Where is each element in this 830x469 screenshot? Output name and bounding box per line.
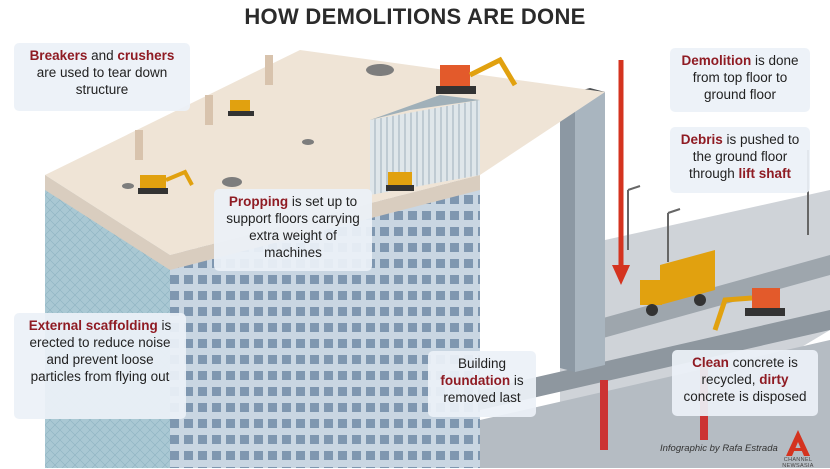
callout-text: and (87, 48, 118, 63)
callout-scaffolding: External scaffolding is erected to reduc… (14, 313, 186, 419)
callout-text: is erected to reduce noise and prevent l… (29, 318, 172, 384)
callout-text: concrete is disposed (683, 389, 807, 404)
callout-text: concrete is recycled, (701, 355, 798, 387)
channel-newsasia-logo: CHANNEL NEWSASIA (770, 428, 826, 469)
callout-breakers: Breakers and crushers are used to tear d… (14, 43, 190, 111)
callout-propping: Propping is set up to support floors car… (214, 189, 372, 271)
callout-debris: Debris is pushed to the ground floor thr… (670, 127, 810, 193)
callout-highlight: Demolition (681, 53, 752, 68)
callout-highlight: Propping (228, 194, 289, 209)
callout-demolition: Demolition is done from top floor to gro… (670, 48, 810, 112)
street-lamp (667, 208, 681, 262)
rubble (122, 183, 134, 189)
excavator-roof-1 (436, 56, 518, 94)
callout-text: are used to tear down structure (36, 65, 168, 97)
callout-text: Building (457, 356, 507, 371)
excavator-street (712, 288, 785, 331)
rubble (366, 64, 394, 76)
propping-area (370, 100, 480, 195)
callout-highlight: foundation (440, 373, 511, 388)
foundation-column (600, 380, 608, 450)
rubble (302, 139, 314, 145)
lift-shaft (575, 92, 605, 372)
callout-highlight: dirty (759, 372, 789, 387)
credit-text: Infographic by Rafa Estrada (660, 443, 778, 454)
pillar (135, 130, 143, 160)
pillar (205, 95, 213, 125)
excavator-roof-3 (138, 169, 194, 194)
callout-highlight: Clean (692, 355, 729, 370)
callout-highlight: Debris (680, 132, 723, 147)
logo-a-icon (786, 430, 810, 456)
rubble (222, 177, 242, 187)
pillar (265, 55, 273, 85)
callout-text: is removed last (443, 373, 524, 405)
excavator-roof-2 (228, 100, 254, 116)
callout-text: is pushed to the ground floor through (688, 132, 800, 181)
callout-concrete: Clean concrete is recycled, dirty concre… (672, 350, 818, 416)
callout-highlight: crushers (117, 48, 175, 63)
logo-text: CHANNEL NEWSASIA (782, 457, 814, 469)
dump-truck (640, 250, 715, 316)
callout-foundation: Building foundation is removed last (428, 351, 536, 417)
page-title: HOW DEMOLITIONS ARE DONE (244, 4, 586, 29)
street-lamp (627, 185, 641, 250)
callout-text: is set up to support floors carrying ext… (226, 194, 360, 260)
callout-highlight: External scaffolding (28, 318, 158, 333)
callout-highlight: lift shaft (738, 166, 792, 181)
callout-text: is done from top floor to ground floor (692, 53, 799, 102)
callout-highlight: Breakers (29, 48, 88, 63)
excavator-roof-4 (386, 172, 414, 191)
